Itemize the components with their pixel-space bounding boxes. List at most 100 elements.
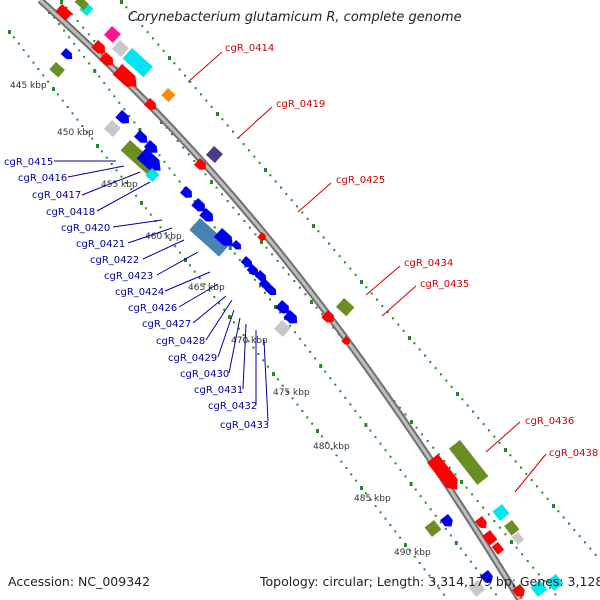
gene-feature [491, 542, 505, 555]
track-tick [334, 383, 337, 386]
track-tick [424, 501, 427, 504]
track-tick [71, 13, 74, 16]
track-tick [314, 357, 317, 360]
track-tick [562, 516, 565, 519]
accession-text: Accession: NC_009342 [8, 574, 151, 589]
track-tick [408, 336, 411, 340]
track-tick [71, 112, 74, 115]
gene-feature [213, 228, 233, 246]
gene-feature [133, 130, 148, 143]
track-tick [476, 500, 479, 502]
track-tick [193, 270, 196, 273]
track-tick [488, 429, 490, 432]
track-tick [221, 118, 224, 121]
gene-feature [55, 4, 73, 21]
track-tick [280, 186, 282, 189]
gene-label-left: cgR_0422 [90, 255, 139, 266]
track-tick [389, 524, 392, 526]
track-tick [466, 404, 469, 407]
gene-label-right: cgR_0436 [525, 416, 574, 427]
track-tick [374, 505, 377, 507]
track-tick [301, 211, 304, 214]
track-tick [254, 233, 257, 236]
track-tick [578, 535, 581, 538]
track-tick [443, 593, 446, 596]
kbp-label: 470 kbp [231, 336, 268, 346]
track-tick [184, 74, 186, 77]
track-tick [594, 553, 597, 556]
track-tick [176, 140, 179, 142]
track-tick [61, 99, 64, 102]
track-tick [163, 160, 166, 163]
track-tick [226, 124, 229, 127]
track-tick [282, 266, 285, 269]
track-tick [27, 55, 30, 58]
track-tick [58, 23, 61, 26]
track-tick [17, 42, 20, 45]
gene-label-left: cgR_0423 [104, 271, 153, 282]
track-tick [397, 323, 400, 326]
gene-feature [440, 514, 453, 527]
gene-label-right: cgR_0434 [404, 258, 453, 269]
gene-label-right: cgR_0419 [276, 99, 325, 110]
track-tick [293, 280, 296, 282]
track-tick [332, 326, 335, 329]
track-tick [304, 293, 307, 296]
track-tick [120, 175, 123, 178]
track-tick [184, 258, 187, 262]
track-tick [504, 448, 507, 452]
gene-feature [49, 62, 65, 78]
track-tick [379, 511, 382, 514]
track-tick [299, 337, 302, 340]
gene-feature [448, 440, 489, 485]
track-tick [429, 360, 432, 363]
track-tick [338, 255, 341, 258]
gene-feature [103, 120, 121, 137]
track-tick [520, 466, 522, 469]
track-tick [433, 581, 436, 583]
track-tick [91, 137, 94, 140]
track-tick [532, 566, 535, 569]
track-tick [37, 68, 40, 70]
track-tick [319, 364, 323, 368]
track-tick [118, 101, 121, 104]
track-tick [53, 16, 56, 19]
track-tick [360, 486, 363, 490]
track-tick [460, 480, 463, 484]
track-tick [152, 37, 154, 40]
track-tick [298, 286, 301, 289]
track-tick [284, 318, 287, 321]
track-tick [42, 74, 45, 77]
track-tick [317, 230, 320, 233]
track-tick [169, 239, 172, 241]
track-tick [257, 353, 260, 355]
track-tick [557, 510, 560, 513]
track-tick [287, 273, 290, 276]
track-tick [573, 528, 576, 531]
track-tick [589, 547, 592, 550]
gene-feature [468, 580, 486, 597]
track-tick [164, 232, 167, 235]
track-tick [454, 473, 457, 476]
track-tick [386, 311, 389, 314]
gene-label-left: cgR_0415 [4, 157, 53, 168]
track-tick [537, 573, 540, 576]
track-tick [369, 429, 372, 432]
gene-label-left: cgR_0430 [180, 369, 229, 380]
track-tick [360, 280, 363, 284]
track-tick [354, 409, 357, 412]
track-tick [269, 174, 272, 177]
track-tick [333, 248, 336, 251]
track-tick [248, 272, 251, 275]
track-tick [530, 479, 533, 482]
track-tick [120, 0, 123, 4]
track-tick [315, 306, 318, 309]
track-tick [415, 426, 418, 429]
track-tick [188, 264, 191, 267]
track-tick [285, 192, 288, 195]
track-tick [294, 331, 297, 334]
track-tick [354, 273, 357, 276]
gene-label-left: cgR_0420 [61, 223, 110, 234]
